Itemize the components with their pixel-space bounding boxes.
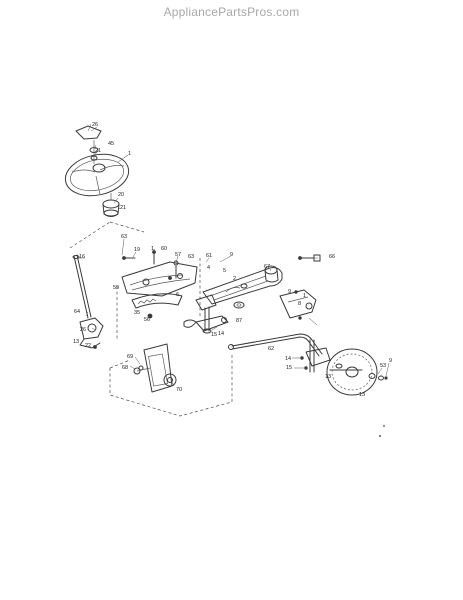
callout-87: 87	[236, 318, 242, 324]
wheel-washer-cap	[368, 373, 388, 381]
steering-bracket-plate	[121, 261, 198, 297]
watermark-text: AppliancePartsPros.com	[163, 5, 300, 19]
callout-5: 5	[223, 268, 226, 274]
callout-9: 9	[288, 289, 291, 295]
callout-61: 61	[206, 253, 212, 259]
callout-67: 67	[264, 264, 270, 270]
callout-26: 26	[80, 327, 86, 333]
sector-gear	[131, 293, 183, 309]
drag-link	[202, 267, 283, 305]
callout-leaders	[78, 126, 390, 387]
spindle-right	[300, 339, 331, 373]
callout-45: 45	[108, 141, 114, 147]
assembly-leader-line	[109, 359, 131, 369]
steering-bushing	[102, 193, 120, 217]
front-axle-arm	[279, 289, 317, 320]
callout-59: 59	[113, 285, 119, 291]
steering-shaft	[72, 254, 92, 319]
callout-14: 14	[218, 331, 224, 337]
stray-mark	[378, 434, 382, 438]
callout-2: 2	[233, 276, 236, 282]
callout-1: 1	[151, 246, 154, 252]
callout-9: 9	[389, 358, 392, 364]
front-wheel-hub	[326, 348, 378, 396]
callout-numbers: 26 45 21 1 20 21 63 19 1 60 57 61 9 16 6…	[73, 122, 392, 398]
spacer-washer	[233, 301, 245, 309]
callout-22: 22	[85, 343, 91, 349]
spindle-arm-left	[183, 315, 229, 332]
callout-56: 56	[144, 317, 150, 323]
assembly-leader-line	[69, 221, 111, 249]
steering-gear-assembly	[79, 317, 104, 349]
assembly-leader-line	[109, 355, 233, 417]
callout-57: 57	[175, 252, 181, 258]
callout-21: 21	[95, 148, 101, 154]
bracket-fasteners	[133, 365, 151, 375]
callout-68: 68	[122, 365, 128, 371]
callout-15: 15	[286, 365, 292, 371]
callout-69: 69	[127, 354, 133, 360]
callout-63: 63	[188, 254, 194, 260]
callout-8: 8	[298, 301, 301, 307]
callout-9: 9	[230, 252, 233, 258]
callout-35: 35	[134, 310, 140, 316]
callout-63: 63	[121, 234, 127, 240]
tie-rod	[228, 333, 323, 357]
callout-62: 62	[268, 346, 274, 352]
callout-21: 21	[120, 205, 126, 211]
stray-mark	[383, 425, 385, 427]
callout-66: 66	[329, 254, 335, 260]
callout-19: 19	[134, 247, 140, 253]
callout-15: 15	[211, 332, 217, 338]
callout-13: 13	[359, 392, 365, 398]
callout-53: 53	[380, 363, 386, 369]
assembly-leader-line	[109, 221, 145, 233]
callout-60: 60	[161, 246, 167, 252]
steering-cap	[75, 123, 102, 140]
axle-end-bushing	[264, 265, 279, 283]
callout-4: 4	[207, 265, 210, 271]
callout-6: 6	[176, 292, 179, 298]
bracket-bolts	[122, 250, 179, 319]
callout-1: 1	[303, 293, 306, 299]
callout-20: 20	[118, 192, 124, 198]
callout-14: 14	[285, 356, 291, 362]
callout-64: 64	[74, 309, 80, 315]
callout-13: 13	[73, 339, 79, 345]
callout-1: 1	[128, 151, 131, 157]
support-bracket	[143, 343, 177, 393]
callout-16: 16	[79, 254, 85, 260]
callout-70: 70	[176, 387, 182, 393]
callout-26: 26	[92, 122, 98, 128]
callout-13: 13	[325, 374, 331, 380]
